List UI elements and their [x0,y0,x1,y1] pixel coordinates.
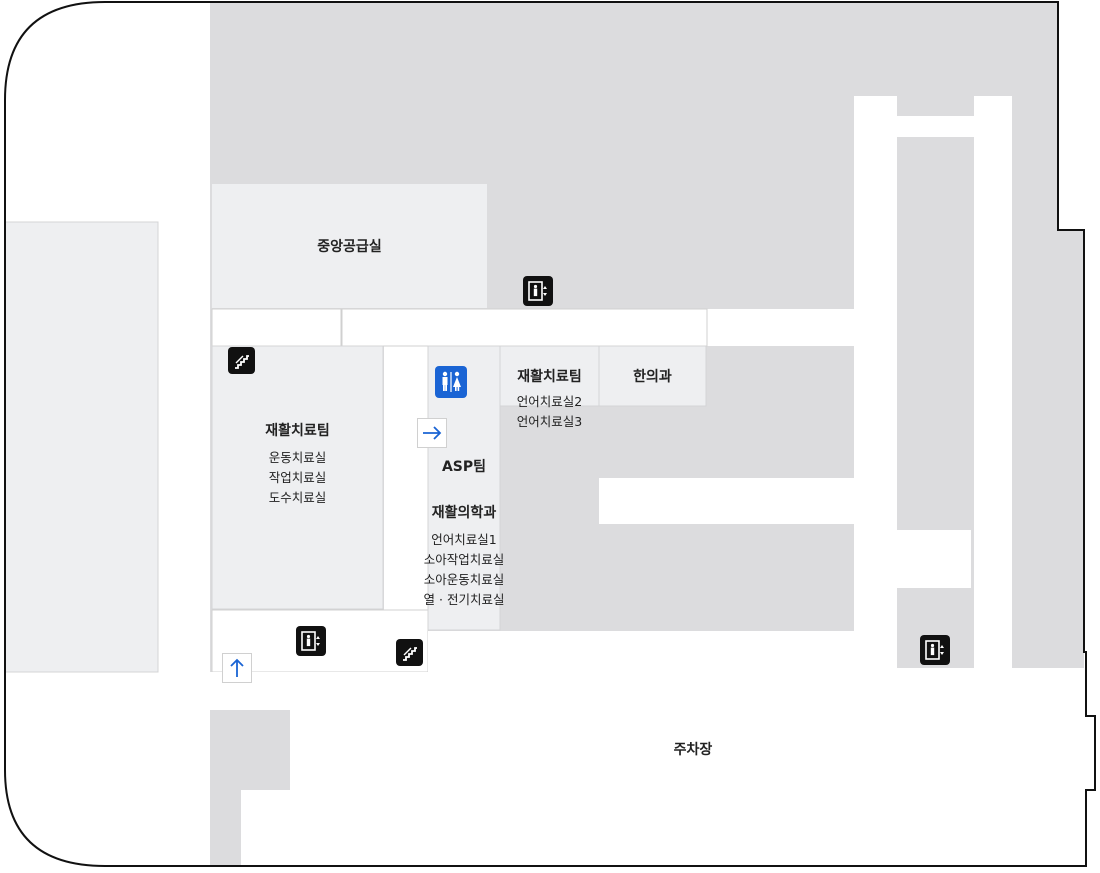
building-outline [4,0,1096,867]
room-rehab-medicine[interactable]: 재활의학과 언어치료실1 소아작업치료실 소아운동치료실 열 · 전기치료실 [396,502,532,620]
room-rehab-medicine-sub-3: 열 · 전기치료실 [423,592,505,607]
room-rehab-left-bg [211,345,384,610]
restroom-icon[interactable] [435,366,467,398]
room-rehab-team-left-sub-0: 운동치료실 [268,450,327,465]
elevator-icon[interactable] [523,276,553,306]
room-asp-team-title: ASP팀 [441,459,487,475]
corridor-vertical-mid [384,346,428,631]
elevator-icon[interactable] [920,635,950,665]
room-oriental-bg [598,345,707,407]
corridor-mid-cell [341,308,708,347]
room-central-supply-title: 중앙공급실 [317,239,382,255]
room-rehab-team-top-sub-1: 언어치료실3 [516,414,583,429]
room-rehab-team-left-sub-1: 작업치료실 [268,470,327,485]
room-rehab-team-top[interactable]: 재활치료팀 언어치료실2 언어치료실3 [500,366,599,436]
arrow-right-icon [417,418,447,448]
parking-area [210,631,1092,866]
corridor-right-vertical [854,96,897,631]
room-rehab-medicine-title: 재활의학과 [431,505,497,521]
room-rehab-team-top-sub-0: 언어치료실2 [516,394,583,409]
left-light-block [4,221,159,673]
room-rehab-team-left-sub-2: 도수치료실 [268,490,327,505]
corridor-left-cell [211,308,342,347]
room-rehab-medicine-sub-1: 소아작업치료실 [423,552,505,567]
arrow-up-icon [222,653,252,683]
corridor-far-right [974,96,1012,671]
room-oriental-medicine-title: 한의과 [633,369,672,385]
room-rehab-medicine-sub-0: 언어치료실1 [431,532,497,547]
stairs-icon[interactable] [228,347,255,374]
room-parking[interactable]: 주차장 [593,734,793,764]
room-central-supply-bg [212,184,487,308]
room-oriental-medicine[interactable]: 한의과 [599,346,706,406]
stairs-icon[interactable] [396,639,423,666]
room-rehab-team-left-title: 재활치료팀 [265,423,330,439]
room-rehab-team-left[interactable]: 재활치료팀 운동치료실 작업치료실 도수치료실 [212,420,383,530]
room-rehab-top-bg [499,345,600,407]
room-rehab-team-top-title: 재활치료팀 [517,369,582,385]
corridor-right-link [897,530,971,588]
elevator-icon[interactable] [296,626,326,656]
corridor-mid-link [599,478,854,524]
room-asp-team[interactable]: ASP팀 [400,452,528,480]
room-central-supply[interactable]: 중앙공급실 [212,184,487,308]
room-parking-title: 주차장 [673,742,713,758]
corridor-top-link [897,116,974,137]
room-rehab-medicine-sub-2: 소아운동치료실 [423,572,505,587]
